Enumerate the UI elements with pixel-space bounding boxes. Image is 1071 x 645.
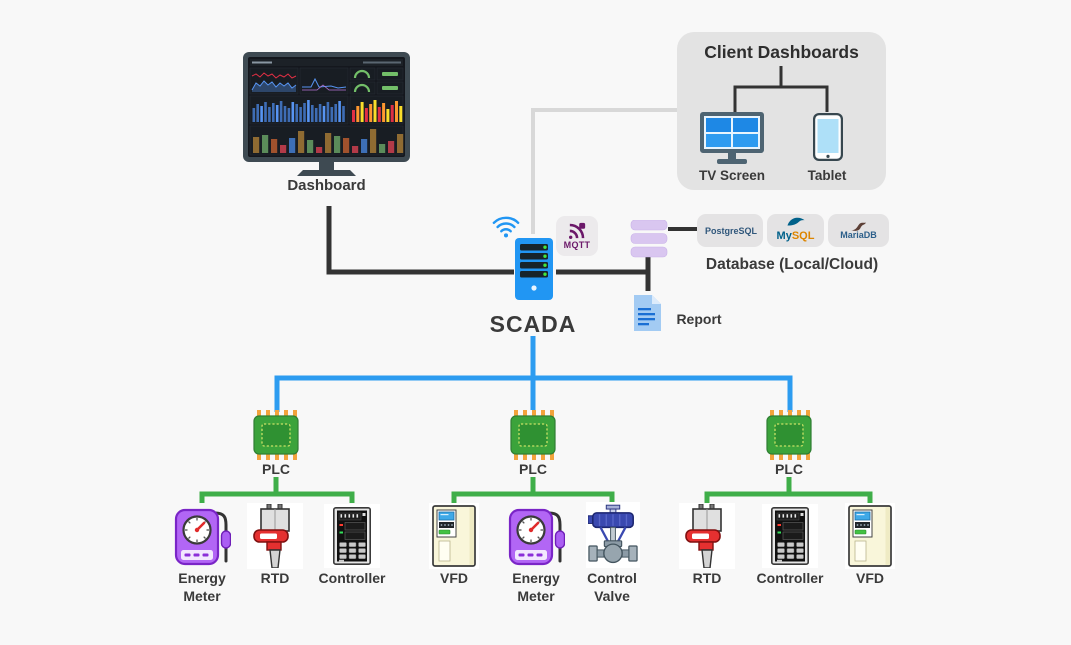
device-rtd-card (247, 503, 303, 569)
plc3-label: PLC (775, 461, 803, 477)
report-label: Report (676, 311, 722, 327)
plc1-icon (252, 409, 300, 461)
dashboard-to-scada-line (326, 206, 514, 275)
database-label: Database (Local/Cloud) (705, 256, 879, 273)
device-label: Controller (756, 570, 824, 586)
database-badges: PostgreSQL MySQL MariaDB (697, 214, 889, 247)
report-icon (632, 293, 663, 333)
device-vfd-icon (432, 505, 476, 567)
device-energy-meter-icon (173, 505, 231, 569)
tv-screen-label: TV Screen (698, 168, 766, 183)
tv-screen-icon (700, 112, 764, 168)
dashboard-monitor-icon (243, 52, 410, 176)
plc3-icon (765, 409, 813, 461)
tablet-icon (813, 113, 843, 161)
device-controller-icon (771, 507, 809, 565)
device-energy-meter-icon (507, 505, 565, 569)
device-label: Controller (318, 570, 386, 586)
device-label: Control Valve (587, 570, 637, 604)
mysql-label: MySQL (776, 230, 815, 242)
mqtt-badge: MQTT (556, 216, 598, 256)
device-vfd-icon (848, 505, 892, 567)
plc2-device-bracket (451, 477, 615, 503)
device-controller-icon (333, 507, 371, 565)
device-rtd-card (679, 503, 735, 569)
mqtt-icon (569, 222, 586, 239)
dashboard-label: Dashboard (287, 177, 366, 194)
device-rtd-icon (252, 504, 298, 568)
scada-label: SCADA (489, 311, 577, 337)
wifi-icon (492, 216, 520, 238)
plc2-label: PLC (519, 461, 547, 477)
device-controller-card (324, 504, 380, 568)
device-label: VFD (440, 570, 468, 586)
device-rtd-icon (684, 504, 730, 568)
scada-server-icon (515, 238, 553, 300)
device-control-valve-icon (588, 504, 638, 566)
plc2-icon (509, 409, 557, 461)
device-label: VFD (856, 570, 884, 586)
mariadb-badge: MariaDB (828, 214, 889, 247)
device-vfd-card (845, 503, 895, 569)
device-label: Energy Meter (512, 570, 560, 604)
device-label: Energy Meter (178, 570, 226, 604)
device-vfd-card (429, 503, 479, 569)
postgresql-label: PostgreSQL (705, 225, 758, 236)
mysql-badge: MySQL (767, 214, 824, 247)
plc1-device-bracket (199, 477, 355, 503)
mariadb-label: MariaDB (840, 229, 877, 240)
tablet-label: Tablet (807, 168, 847, 183)
plc1-label: PLC (262, 461, 290, 477)
device-label: RTD (260, 570, 290, 586)
database-stack-icon (629, 220, 669, 258)
mysql-dolphin-icon (787, 217, 805, 226)
postgresql-badge: PostgreSQL (697, 214, 763, 247)
mqtt-label: MQTT (563, 240, 591, 250)
scada-to-plc-bus (274, 336, 793, 412)
scada-to-database-line (556, 256, 651, 291)
plc3-device-bracket (704, 477, 873, 503)
client-dashboards-title: Client Dashboards (704, 42, 859, 62)
device-label: RTD (692, 570, 722, 586)
device-control-valve-card (586, 502, 640, 568)
device-controller-card (762, 504, 818, 568)
client-to-scada-line (531, 108, 677, 234)
